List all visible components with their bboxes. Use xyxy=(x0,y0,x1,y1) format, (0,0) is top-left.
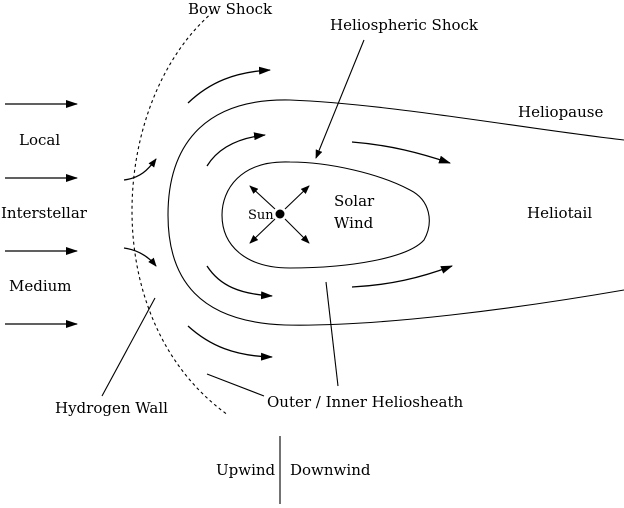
label-downwind: Downwind xyxy=(290,461,371,479)
heliosheath-leader-inner xyxy=(325,281,339,387)
label-bow-shock: Bow Shock xyxy=(188,0,273,18)
tail-flow-arrow xyxy=(351,265,453,288)
hydrogen-wall-leader xyxy=(101,297,156,397)
label-solar: Solar xyxy=(334,192,375,210)
bow-shock-curve xyxy=(131,11,229,416)
sun-dot xyxy=(275,209,285,219)
heliopause-curve xyxy=(167,99,624,326)
label-sun: Sun xyxy=(248,208,274,223)
solar-wind-ray xyxy=(284,218,310,244)
solar-wind-ray xyxy=(284,185,310,210)
solar-wind-ray xyxy=(249,218,276,244)
deflection-arrow xyxy=(123,158,157,181)
label-heliotail: Heliotail xyxy=(527,204,592,222)
solar-wind-ray xyxy=(249,185,276,210)
heliospheric-shock-leader xyxy=(315,39,365,159)
heliospheric-shock-curve xyxy=(221,161,430,269)
label-hydrogen-wall: Hydrogen Wall xyxy=(55,399,168,417)
label-heliosheath: Outer / Inner Heliosheath xyxy=(267,393,463,411)
label-local: Local xyxy=(19,131,60,149)
outer-flow-arrow xyxy=(187,325,273,361)
heliosheath-leader-outer xyxy=(206,373,265,397)
tail-flow-arrow xyxy=(351,141,451,164)
label-wind: Wind xyxy=(334,214,374,232)
label-heliospheric-shock: Heliospheric Shock xyxy=(330,16,479,34)
outer-flow-arrow xyxy=(187,66,271,104)
label-medium: Medium xyxy=(9,277,72,295)
label-heliopause: Heliopause xyxy=(518,103,603,121)
label-upwind: Upwind xyxy=(216,461,276,479)
inner-flow-arrow xyxy=(206,132,266,167)
inner-flow-arrow xyxy=(206,265,273,300)
label-interstellar: Interstellar xyxy=(1,204,88,222)
deflection-arrow xyxy=(123,247,157,267)
